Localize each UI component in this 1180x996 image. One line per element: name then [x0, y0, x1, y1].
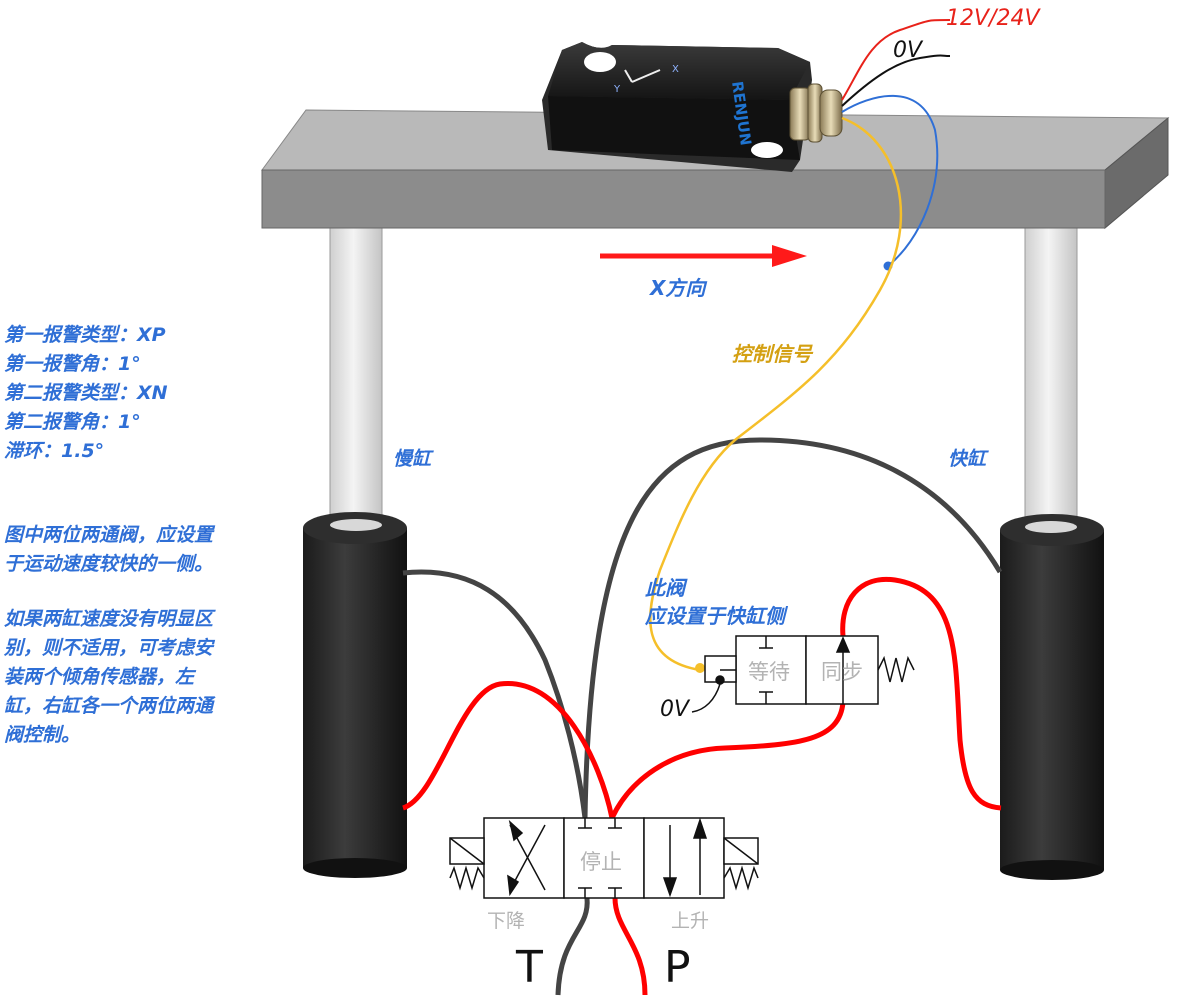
stop-position-label: 停止 [580, 850, 622, 874]
main-valve [449, 817, 759, 899]
valve-placement-note: 图中两位两通阀，应设置 于运动速度较快的一侧。 [4, 521, 213, 579]
valve-note-line: 于运动速度较快的一侧。 [4, 553, 214, 575]
applicability-note-line: 阀控制。 [4, 724, 81, 746]
supply-voltage-label: 12V/24V [946, 6, 1040, 31]
two-way-valve-note-line1: 此阀 [645, 576, 685, 600]
tank-hose [555, 897, 590, 996]
x-direction-arrow [600, 245, 807, 267]
cable-gland [789, 83, 843, 143]
setting-first-alarm-angle: 第一报警角：1° [4, 353, 141, 375]
tank-port-label: T [516, 942, 543, 993]
alarm-settings: 第一报警类型：XP 第一报警角：1° 第二报警类型：XN 第二报警角：1° 滞环… [4, 321, 168, 466]
fast-cylinder-pressure-hose [840, 576, 1002, 811]
slow-cylinder-rod [329, 221, 383, 533]
applicability-note-line: 装两个倾角传感器，左 [4, 666, 195, 688]
ground-voltage-label: 0V [893, 38, 923, 63]
valve-pressure-hose [609, 701, 846, 820]
setting-second-alarm-angle: 第二报警角：1° [4, 411, 141, 433]
up-position-label: 上升 [671, 910, 710, 932]
fast-cylinder [1000, 514, 1104, 880]
signal-wire [649, 116, 903, 672]
slow-cylinder-label: 慢缸 [393, 448, 432, 470]
power-wire-red [841, 19, 951, 101]
setting-second-alarm-type: 第二报警类型：XN [4, 382, 168, 404]
down-position-label: 下降 [487, 910, 526, 932]
sensor-axis-y: Y [613, 84, 621, 95]
valve-note-line: 图中两位两通阀，应设置 [4, 524, 214, 546]
setting-first-alarm-type: 第一报警类型：XP [4, 324, 166, 346]
applicability-note-line: 如果两缸速度没有明显区 [4, 608, 214, 630]
two-way-valve-note-line2: 应设置于快缸侧 [645, 604, 785, 628]
applicability-note-line: 别，则不适用，可考虑安 [4, 637, 214, 659]
wait-position-label: 等待 [748, 660, 790, 684]
slow-cylinder-pressure-hose [401, 681, 615, 819]
fast-cylinder-hose [582, 437, 1003, 819]
valve-ground-label: 0V [660, 697, 690, 722]
setting-hysteresis: 滞环：1.5° [4, 440, 105, 462]
ground-wire-blue [841, 94, 939, 267]
pressure-supply-hose [612, 897, 648, 996]
slow-cylinder-hose [402, 569, 588, 819]
power-wire-black [841, 54, 951, 107]
pressure-port-label: P [664, 942, 691, 993]
fast-cylinder-label: 快缸 [948, 448, 987, 470]
tilt-sensor: RENJUN X Y [542, 42, 812, 172]
applicability-note-line: 缸，右缸各一个两位两通 [4, 695, 214, 717]
sync-position-label: 同步 [821, 660, 863, 684]
sensor-axis-x: X [672, 64, 679, 75]
x-direction-label: X方向 [650, 276, 706, 300]
two-way-valve [691, 635, 915, 713]
fast-cylinder-rod [1024, 224, 1078, 536]
slow-cylinder [303, 512, 407, 878]
control-signal-label: 控制信号 [732, 342, 812, 366]
applicability-note: 如果两缸速度没有明显区 别，则不适用，可考虑安 装两个倾角传感器，左 缸，右缸各… [4, 605, 213, 750]
